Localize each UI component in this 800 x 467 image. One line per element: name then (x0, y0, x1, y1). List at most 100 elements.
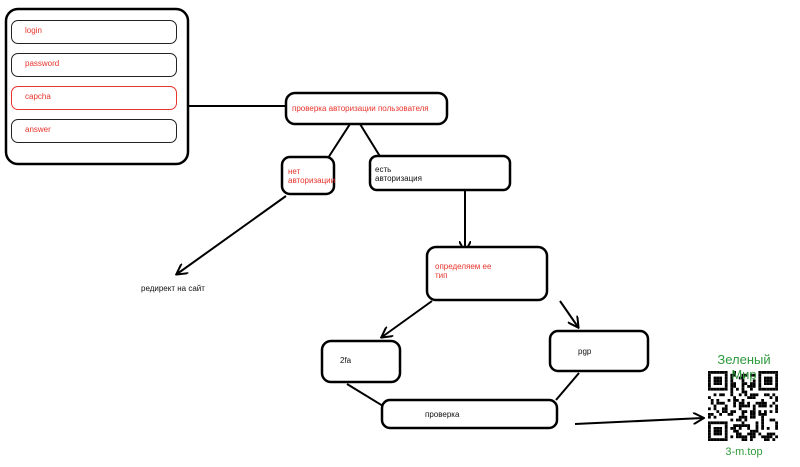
qr-module (713, 432, 717, 436)
qr-module (719, 376, 722, 380)
qr-module (719, 401, 722, 405)
qr-module (713, 415, 717, 419)
qr-module (710, 421, 714, 425)
qr-module (752, 413, 756, 416)
qr-module (741, 413, 745, 416)
qr-module (724, 407, 728, 411)
qr-module (724, 438, 728, 441)
qr-module (758, 387, 762, 391)
qr-module (755, 424, 759, 427)
qr-module (733, 410, 736, 413)
qr-module (761, 401, 764, 405)
qr-module (736, 432, 739, 436)
qr-module (766, 382, 770, 385)
qr-module (716, 401, 720, 405)
node-no-auth-box (280, 155, 336, 196)
captcha-field[interactable]: capcha (11, 86, 177, 110)
qr-module (750, 415, 753, 419)
qr-module (724, 379, 728, 383)
qr-module (724, 432, 728, 436)
qr-module (741, 415, 745, 419)
qr-module (775, 427, 778, 430)
no-auth-label-line2: авторизации (288, 176, 336, 185)
qr-module (730, 390, 734, 394)
qr-module (741, 387, 745, 391)
qr-module (708, 427, 711, 430)
node-check-box (380, 398, 559, 430)
node-detect-type-box (425, 245, 549, 302)
qr-module (736, 429, 739, 433)
qr-module (713, 387, 717, 391)
qr-module (708, 376, 711, 380)
qr-module (766, 387, 770, 391)
node-has-auth-box (368, 154, 512, 192)
qr-module (744, 390, 748, 394)
qr-module (750, 382, 753, 385)
qr-module (775, 404, 778, 408)
qr-module (713, 376, 717, 380)
qr-module (766, 438, 770, 441)
qr-module (769, 418, 773, 422)
qr-module (713, 393, 717, 397)
qr-module (764, 413, 767, 416)
qr-module (710, 438, 714, 441)
qr-module (752, 407, 756, 411)
qr-module (722, 393, 725, 397)
qr-module (719, 429, 722, 433)
qr-module (775, 385, 778, 388)
qr-module (716, 387, 720, 391)
qr-module (766, 376, 770, 380)
qr-module (750, 396, 753, 399)
has-auth-label-line1: есть (375, 165, 392, 174)
qr-module (741, 410, 745, 413)
qr-module (708, 407, 711, 411)
qr-module (769, 371, 773, 374)
qr-module (744, 410, 748, 413)
qr-module (722, 421, 725, 425)
qr-module (719, 393, 722, 397)
qr-module (761, 424, 764, 427)
node-auth-check-box (284, 91, 449, 126)
qr-module (716, 432, 720, 436)
qr-module (775, 382, 778, 385)
login-field[interactable]: login (11, 20, 177, 44)
qr-module (724, 376, 728, 380)
qr-module (750, 385, 753, 388)
qr-module (775, 399, 778, 402)
qr-module (769, 396, 773, 399)
qr-module (744, 404, 748, 408)
qr-module (741, 382, 745, 385)
qr-module (736, 435, 739, 439)
arrow-to-redirect (177, 195, 287, 274)
qr-module (761, 418, 764, 422)
qr-module (733, 429, 736, 433)
qr-module (761, 387, 764, 391)
qr-module (755, 429, 759, 433)
arrow-to-2fa (382, 300, 433, 337)
qr-module (716, 421, 720, 425)
password-field-label: password (25, 59, 60, 68)
qr-module (710, 387, 714, 391)
qr-module (738, 393, 742, 397)
qr-module (738, 415, 742, 419)
auth-check-label: проверка авторизации пользователя (292, 104, 429, 113)
qr-module (752, 429, 756, 433)
qr-module (752, 410, 756, 413)
qr-module (755, 393, 759, 397)
qr-module (708, 371, 711, 374)
qr-module (724, 373, 728, 377)
qr-module (775, 421, 778, 425)
qr-module (730, 382, 734, 385)
qr-module (775, 424, 778, 427)
qr-module (775, 371, 778, 374)
qr-module (724, 385, 728, 388)
has-auth-label-line2: авторизация (375, 174, 422, 183)
answer-field[interactable]: answer (11, 119, 177, 143)
qr-module (719, 432, 722, 436)
password-field[interactable]: password (11, 53, 177, 77)
qr-module (775, 387, 778, 391)
arrow-to-pgp (559, 300, 578, 327)
qr-module (710, 413, 714, 416)
qr-module (769, 382, 773, 385)
qr-module (738, 427, 742, 430)
